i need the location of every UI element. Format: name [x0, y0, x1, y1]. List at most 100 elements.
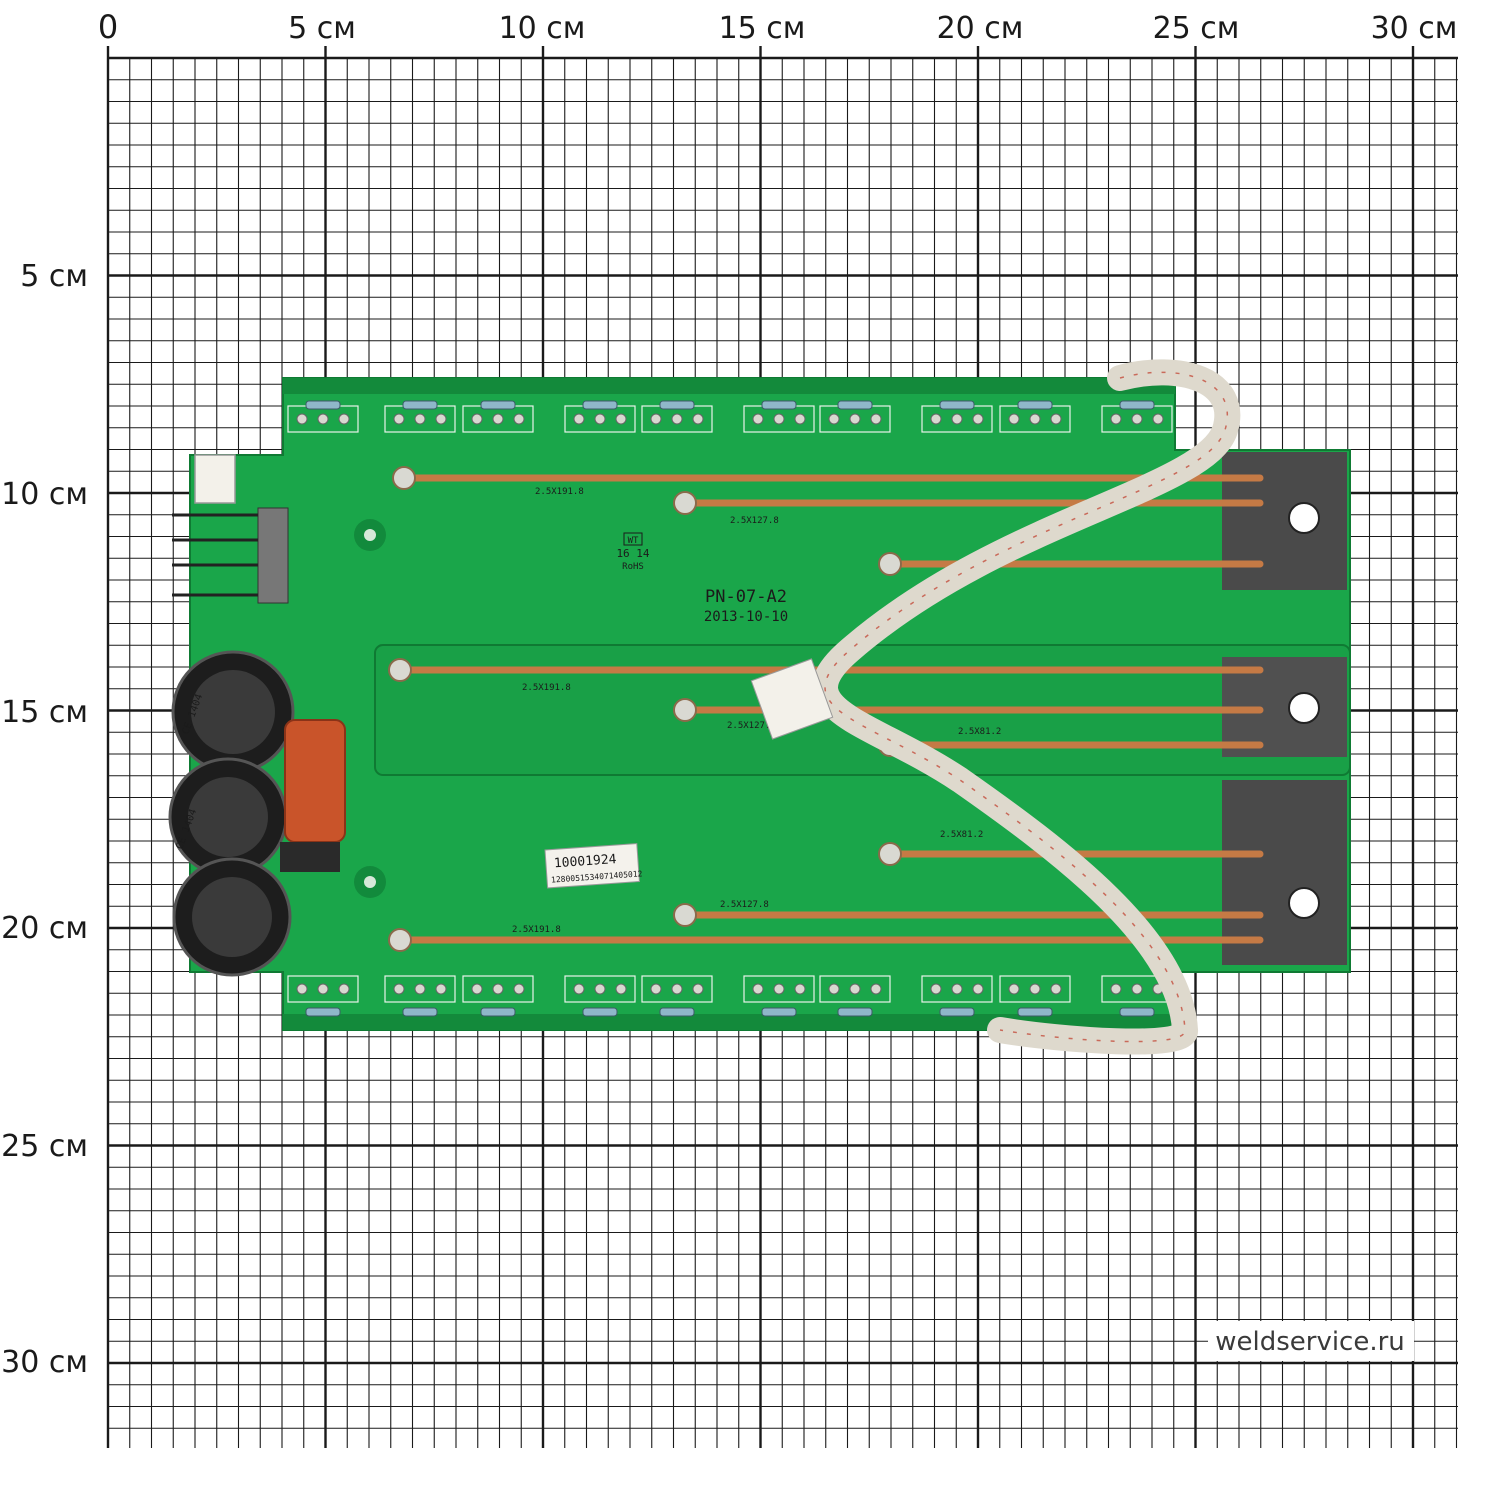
- component-outline: [641, 975, 713, 1003]
- solder-pad: [972, 983, 984, 995]
- solder-pad: [1110, 413, 1122, 425]
- solder-pad: [870, 413, 882, 425]
- solder-pad: [1131, 413, 1143, 425]
- bus-label-4: 2.5X127.8: [727, 721, 776, 731]
- capacitor-3: [172, 857, 292, 977]
- top-label-20: 20 см: [937, 11, 1024, 46]
- solder-pad: [338, 413, 350, 425]
- braided-cable-tracer: [824, 371, 1228, 1043]
- solder-pad: [1008, 413, 1020, 425]
- solder-joint: [388, 658, 412, 682]
- mount-hole-top: [1288, 502, 1320, 534]
- resistor: [659, 400, 695, 410]
- solder-pad: [435, 413, 447, 425]
- component-outline: [384, 975, 456, 1003]
- resistor: [582, 1007, 618, 1017]
- top-label-10: 10 см: [499, 11, 586, 46]
- solder-pad: [573, 983, 585, 995]
- solder-pad: [650, 413, 662, 425]
- solder-joint: [878, 842, 902, 866]
- solder-pad: [615, 413, 627, 425]
- solder-pad: [671, 983, 683, 995]
- solder-pad: [951, 983, 963, 995]
- bus-label-7: 2.5X127.8: [720, 900, 769, 910]
- solder-pad: [650, 983, 662, 995]
- rohs-label: RoHS: [622, 562, 644, 572]
- bus-label-8: 2.5X191.8: [512, 925, 561, 935]
- solder-pad: [692, 983, 704, 995]
- left-label-30: 30 см: [1, 1345, 88, 1380]
- solder-pad: [594, 413, 606, 425]
- resistor: [402, 400, 438, 410]
- resistor: [480, 400, 516, 410]
- component-pads: [287, 400, 1173, 1017]
- resistor: [1119, 400, 1155, 410]
- bottom-rail: [283, 1014, 1175, 1030]
- resistor: [837, 1007, 873, 1017]
- resistor: [837, 400, 873, 410]
- transistor: [172, 507, 289, 604]
- resistor: [761, 1007, 797, 1017]
- solder-pad: [414, 983, 426, 995]
- left-label-15: 15 см: [1, 695, 88, 730]
- solder-joint: [392, 466, 416, 490]
- resistor: [1017, 1007, 1053, 1017]
- capacitor-1: [171, 650, 295, 774]
- board-date: 2013-10-10: [704, 609, 788, 625]
- left-label-20: 20 см: [1, 911, 88, 946]
- resistor: [305, 400, 341, 410]
- solder-pad: [513, 983, 525, 995]
- heatsink-pad-bottom: [1222, 780, 1347, 965]
- rohs-code-date: 16 14: [616, 547, 649, 560]
- solder-pad: [513, 413, 525, 425]
- solder-pad: [752, 413, 764, 425]
- film-capacitor: [284, 719, 346, 843]
- watermark-box: [1208, 1321, 1414, 1361]
- bus-label-6: 2.5X81.2: [940, 830, 983, 840]
- solder-pad: [773, 983, 785, 995]
- solder-pad: [435, 983, 447, 995]
- mount-hole-bottom: [1288, 887, 1320, 919]
- rohs-code-top: WT: [628, 536, 639, 546]
- solder-pad: [1152, 413, 1164, 425]
- solder-pad: [1029, 413, 1041, 425]
- solder-pad: [1131, 983, 1143, 995]
- solder-pad: [317, 983, 329, 995]
- solder-pad: [972, 413, 984, 425]
- solder-pad: [471, 413, 483, 425]
- resistor: [1119, 1007, 1155, 1017]
- board-hole-1-center: [364, 529, 376, 541]
- top-label-15: 15 см: [719, 11, 806, 46]
- component-outline: [819, 975, 891, 1003]
- solder-joint: [673, 903, 697, 927]
- heatsink-pad-top: [1222, 452, 1347, 590]
- left-label-5: 5 см: [20, 259, 88, 294]
- solder-joint: [878, 552, 902, 576]
- component-outline: [287, 975, 359, 1003]
- solder-pad: [1008, 983, 1020, 995]
- top-label-30: 30 см: [1371, 11, 1458, 46]
- capacitor-2: [168, 757, 288, 877]
- solder-pad: [1050, 983, 1062, 995]
- white-connector: [194, 454, 236, 504]
- resistor: [480, 1007, 516, 1017]
- solder-pad: [849, 983, 861, 995]
- solder-pad: [951, 413, 963, 425]
- resistor: [939, 400, 975, 410]
- solder-pad: [1110, 983, 1122, 995]
- solder-pad: [393, 983, 405, 995]
- component-outline: [743, 975, 815, 1003]
- board-hole-2-center: [364, 876, 376, 888]
- serial-sticker: 10001924 1280051534071405012: [544, 843, 643, 889]
- solder-pad: [794, 983, 806, 995]
- cable-connector: [750, 658, 834, 740]
- solder-pad: [930, 983, 942, 995]
- sticker-number: 10001924: [553, 852, 617, 871]
- top-rail: [283, 378, 1175, 394]
- left-label-25: 25 см: [1, 1129, 88, 1164]
- solder-joint: [388, 928, 412, 952]
- solder-pad: [471, 983, 483, 995]
- part-number: PN-07-A2: [705, 587, 787, 607]
- solder-pad: [752, 983, 764, 995]
